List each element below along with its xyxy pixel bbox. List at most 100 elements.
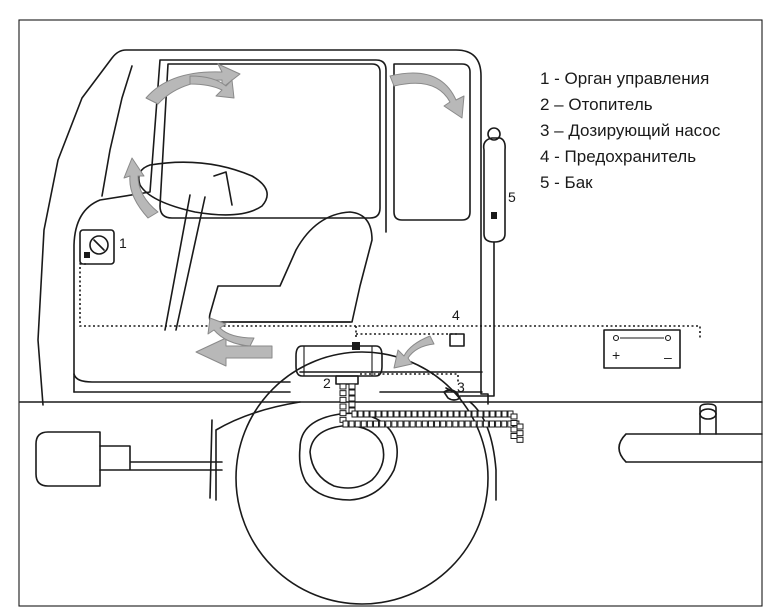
airflow-arrow-windshield-return [189, 75, 235, 99]
hose-link [363, 410, 370, 418]
fuel-line [459, 241, 495, 397]
filler-cap [699, 408, 717, 420]
hose-link [501, 410, 508, 418]
battery [603, 329, 681, 369]
fuse [449, 333, 465, 347]
steering-column [164, 171, 233, 331]
control-knob [89, 235, 109, 255]
hose-link [351, 410, 358, 418]
hose-link [354, 420, 361, 428]
battery-terminal-plus [612, 334, 620, 342]
windshield [159, 63, 381, 219]
hose-link [510, 433, 518, 439]
marker-4: 4 [452, 307, 460, 323]
hose-chain [339, 383, 524, 443]
legend: 1 - Орган управления 2 – Отопитель 3 – Д… [540, 66, 720, 196]
marker-5: 5 [508, 189, 516, 205]
hose-link [417, 410, 424, 418]
front-bumper [35, 431, 101, 487]
hose-link [435, 410, 442, 418]
hose-link [483, 410, 490, 418]
hose-link [440, 420, 447, 428]
cab-inner-outline [73, 59, 387, 393]
hose-link [452, 420, 459, 428]
hose-link [339, 410, 347, 417]
hose-link [348, 383, 356, 390]
hose-link [409, 420, 416, 428]
hose-link [348, 401, 356, 408]
hose-link [427, 420, 434, 428]
hose-link [458, 420, 465, 428]
heater-wiring [355, 326, 458, 338]
chassis-frame [99, 445, 223, 471]
control-wiring [79, 263, 701, 340]
tank-pickup [491, 212, 497, 219]
legend-item-1: 1 - Орган управления [540, 69, 710, 88]
battery-terminal-minus [664, 334, 672, 342]
control-knob-mark [93, 239, 105, 251]
hose-link [411, 410, 418, 418]
hose-link [385, 420, 392, 428]
marker-3: 3 [457, 379, 465, 395]
hose-link [477, 410, 484, 418]
hose-link [464, 420, 471, 428]
cab-outline [37, 49, 489, 406]
marker-2: 2 [323, 375, 331, 391]
control-unit [79, 229, 115, 265]
hose-link [470, 420, 477, 428]
legend-item-5: 5 - Бак [540, 173, 593, 192]
rear-frame [618, 433, 763, 463]
legend-item-2: 2 – Отопитель [540, 95, 653, 114]
steering-wheel [137, 161, 268, 216]
tank-cap [487, 127, 501, 141]
hose-link [510, 426, 518, 433]
driver-seat [208, 211, 373, 323]
hose-link [516, 423, 524, 430]
control-button [84, 252, 90, 258]
hose-link [465, 410, 472, 418]
hose-link [366, 420, 373, 428]
hose-link [415, 420, 422, 428]
hose-link [459, 410, 466, 418]
hose-link [495, 410, 502, 418]
heater-ribs [303, 346, 373, 376]
hose-link [339, 403, 347, 410]
airflow-arrow-floor-left [195, 337, 273, 367]
pump-wiring [360, 373, 459, 384]
hose-link [399, 410, 406, 418]
hose-link [375, 410, 382, 418]
hose-link [342, 420, 349, 428]
fuel-tank [482, 137, 506, 243]
hose-link [357, 410, 364, 418]
wheel-hub-inner [309, 425, 385, 489]
airflow-arrow-windshield-top [145, 63, 241, 105]
heater-body [295, 345, 383, 377]
hose-link [339, 383, 347, 390]
hose-link [379, 420, 386, 428]
marker-1: 1 [119, 235, 127, 251]
hose-link [510, 413, 518, 420]
hose-link [516, 430, 524, 437]
hose-link [434, 420, 441, 428]
diagram-frame [18, 19, 763, 607]
hose-link [446, 420, 453, 428]
hose-link [391, 420, 398, 428]
hose-link [510, 420, 518, 426]
airflow-arrow-dashboard [123, 157, 159, 219]
hose-link [501, 420, 508, 428]
cab-front-pillar [101, 65, 133, 197]
hose-link [441, 410, 448, 418]
hose-link [447, 410, 454, 418]
hose-link [429, 410, 436, 418]
hose-link [403, 420, 410, 428]
wheel-arch [209, 401, 497, 501]
hose-link [488, 420, 495, 428]
battery-minus-sign: – [664, 349, 672, 365]
hose-link [516, 436, 524, 443]
hose-link [453, 410, 460, 418]
hose-link [405, 410, 412, 418]
hose-link [423, 410, 430, 418]
legend-item-4: 4 - Предохранитель [540, 147, 697, 166]
battery-plus-sign: + [612, 347, 620, 363]
